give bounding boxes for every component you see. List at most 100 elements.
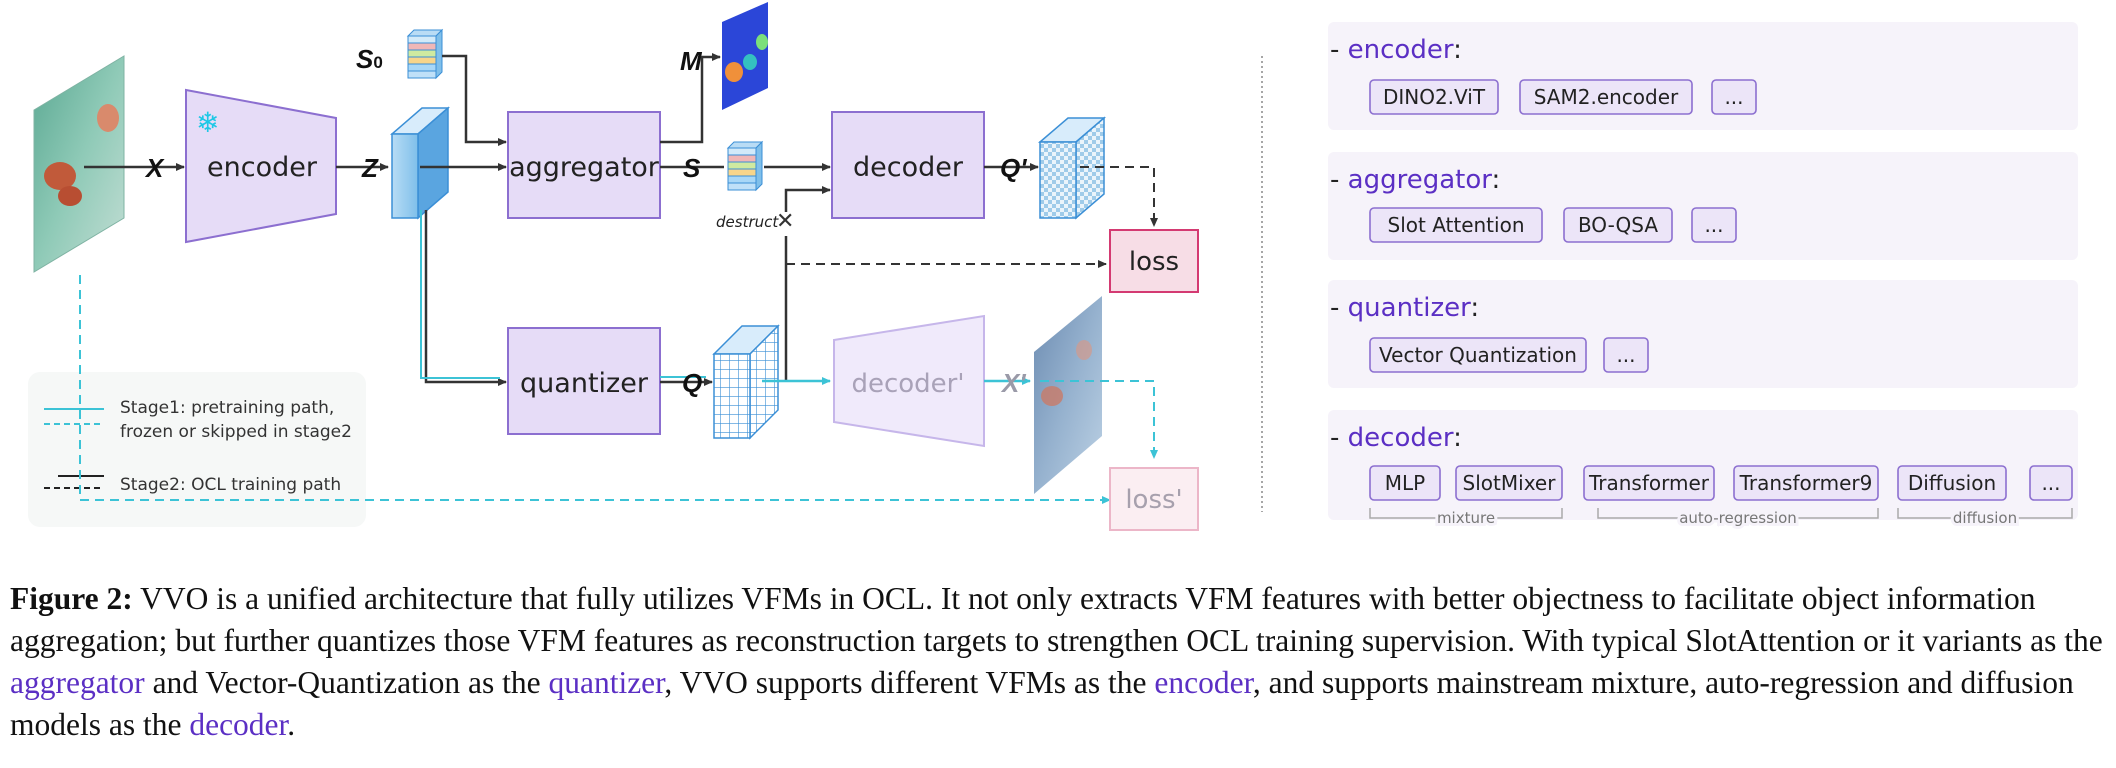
mask-image [722, 2, 768, 110]
svg-text:MLP: MLP [1385, 471, 1425, 495]
option-panel-encoder: - encoder: DINO2.ViT SAM2.encoder... [1328, 22, 2078, 130]
option-panel-aggregator: - aggregator: Slot Attention BO-QSA... [1328, 152, 2078, 260]
decoder-prime-block [833, 314, 985, 448]
caption-text-2: and Vector-Quantization as the [144, 665, 549, 700]
option-chip-aggregator-2: ... [1691, 207, 1737, 243]
svg-text:...: ... [2041, 471, 2060, 495]
panel-title-aggregator: - aggregator: [1330, 165, 1500, 195]
decoder-prime-label: decoder' [851, 369, 964, 399]
option-chip-decoder-1: SlotMixer [1455, 465, 1563, 501]
decoder-group-bracket-0: mixture [1369, 506, 1563, 530]
arrow-s0-to-aggregator [442, 54, 507, 146]
path-z-to-quantizer-dark [424, 210, 507, 386]
loss-prime-label: loss' [1125, 485, 1182, 515]
legend-stage1-line1: Stage1: pretraining path, [120, 398, 334, 418]
caption-text-3: , VVO supports different VFMs as the [664, 665, 1155, 700]
option-chip-aggregator-1: BO-QSA [1563, 207, 1673, 243]
loss-prime-block [1109, 467, 1199, 531]
legend-stage2: Stage2: OCL training path [120, 475, 341, 495]
caption-text-1: VVO is a unified architecture that fully… [10, 581, 2103, 658]
svg-text:Transformer9: Transformer9 [1739, 471, 1873, 495]
option-chip-encoder-0: DINO2.ViT [1369, 79, 1499, 115]
caption-text-5: . [287, 707, 296, 742]
s0-label: S0 [356, 44, 383, 74]
svg-text:SlotMixer: SlotMixer [1463, 471, 1557, 495]
caption-keyword-quantizer: quantizer [548, 665, 665, 700]
path-destruct-to-decoder [784, 186, 831, 212]
legend-stage1-line2: frozen or skipped in stage2 [120, 422, 352, 442]
s0-slot-vector [406, 28, 444, 80]
q-feature-cube [712, 324, 780, 440]
path-z-to-quantizer-cyan [420, 210, 500, 379]
q-label: Q [682, 368, 702, 398]
x-label: X [144, 153, 165, 183]
input-image [33, 55, 125, 273]
panel-title-encoder: - encoder: [1330, 35, 1462, 65]
figure-2-diagram: Stage1: pretraining path, frozen or skip… [28, 2, 2078, 531]
decoder-group-bracket-2: diffusion [1897, 506, 2073, 530]
option-panel-decoder: - decoder: MLP SlotMixer Transformer Transfo… [1328, 410, 2078, 530]
svg-text:BO-QSA: BO-QSA [1578, 213, 1658, 237]
panel-title-quantizer: - quantizer: [1330, 293, 1479, 323]
encoder-label: encoder [207, 152, 318, 183]
loss-block [1109, 229, 1199, 293]
z-label: Z [361, 153, 379, 183]
quantizer-block [507, 327, 661, 435]
encoder-block [185, 88, 337, 244]
s-label: S [683, 153, 701, 183]
svg-text:...: ... [1616, 343, 1635, 367]
reconstructed-image [1034, 296, 1102, 494]
panel-title-decoder: - decoder: [1330, 423, 1462, 453]
q-prime-label: Q' [1000, 153, 1027, 183]
option-chip-encoder-2: ... [1711, 79, 1757, 115]
legend-panel [28, 372, 366, 527]
loss-label: loss [1129, 247, 1179, 277]
option-panel-quantizer: - quantizer: Vector Quantization... [1328, 280, 2078, 388]
figure-caption: Figure 2: VVO is a unified architecture … [10, 578, 2106, 746]
destruct-label: destruct [716, 213, 779, 231]
path-qprime-to-loss [1080, 166, 1158, 227]
caption-label: Figure 2: [10, 581, 133, 616]
svg-text:Vector Quantization: Vector Quantization [1379, 343, 1577, 367]
svg-text:Transformer: Transformer [1588, 471, 1710, 495]
svg-text:SAM2.encoder: SAM2.encoder [1534, 85, 1679, 109]
option-chip-decoder-3: Transformer9 [1733, 465, 1879, 501]
s-slot-vector [726, 140, 764, 192]
option-chip-aggregator-0: Slot Attention [1369, 207, 1543, 243]
q-prime-feature-cube [1037, 116, 1107, 220]
option-chip-quantizer-1: ... [1603, 337, 1649, 373]
arrow-aggregator-to-mask [660, 53, 721, 144]
option-chip-encoder-1: SAM2.encoder [1519, 79, 1693, 115]
svg-text:DINO2.ViT: DINO2.ViT [1383, 85, 1486, 109]
option-chip-decoder-0: MLP [1369, 465, 1441, 501]
panel-background [1328, 22, 2078, 130]
snowflake-icon: ❄ [196, 106, 219, 139]
caption-keyword-encoder: encoder [1154, 665, 1253, 700]
caption-text-4: , and supports mainstream mixture, auto-… [10, 665, 2074, 742]
svg-text:auto-regression: auto-regression [1679, 509, 1797, 527]
decoder-label: decoder [853, 152, 964, 183]
quantizer-label: quantizer [520, 368, 649, 399]
decoder-block [831, 111, 985, 219]
cyan-path-input-to-loss-prime [79, 275, 1111, 504]
destruct-cross-icon: ✕ [776, 209, 794, 234]
decoder-group-bracket-1: auto-regression [1597, 506, 1879, 530]
option-chip-quantizer-0: Vector Quantization [1369, 337, 1587, 373]
svg-text:...: ... [1724, 85, 1743, 109]
aggregator-label: aggregator [509, 152, 660, 183]
option-chip-decoder-4: Diffusion [1897, 465, 2007, 501]
caption-keyword-decoder: decoder [189, 707, 288, 742]
z-feature-cube [389, 106, 451, 220]
svg-text:...: ... [1704, 213, 1723, 237]
option-chip-decoder-2: Transformer [1583, 465, 1715, 501]
svg-text:Diffusion: Diffusion [1908, 471, 1996, 495]
path-xprime-to-loss-prime [1040, 380, 1158, 459]
svg-text:diffusion: diffusion [1953, 509, 2017, 527]
aggregator-block [507, 111, 661, 219]
m-label: M [680, 46, 703, 76]
caption-keyword-aggregator: aggregator [10, 665, 145, 700]
x-prime-label: X' [1000, 368, 1026, 398]
svg-text:mixture: mixture [1437, 509, 1495, 527]
option-chip-decoder-5: ... [2029, 465, 2073, 501]
